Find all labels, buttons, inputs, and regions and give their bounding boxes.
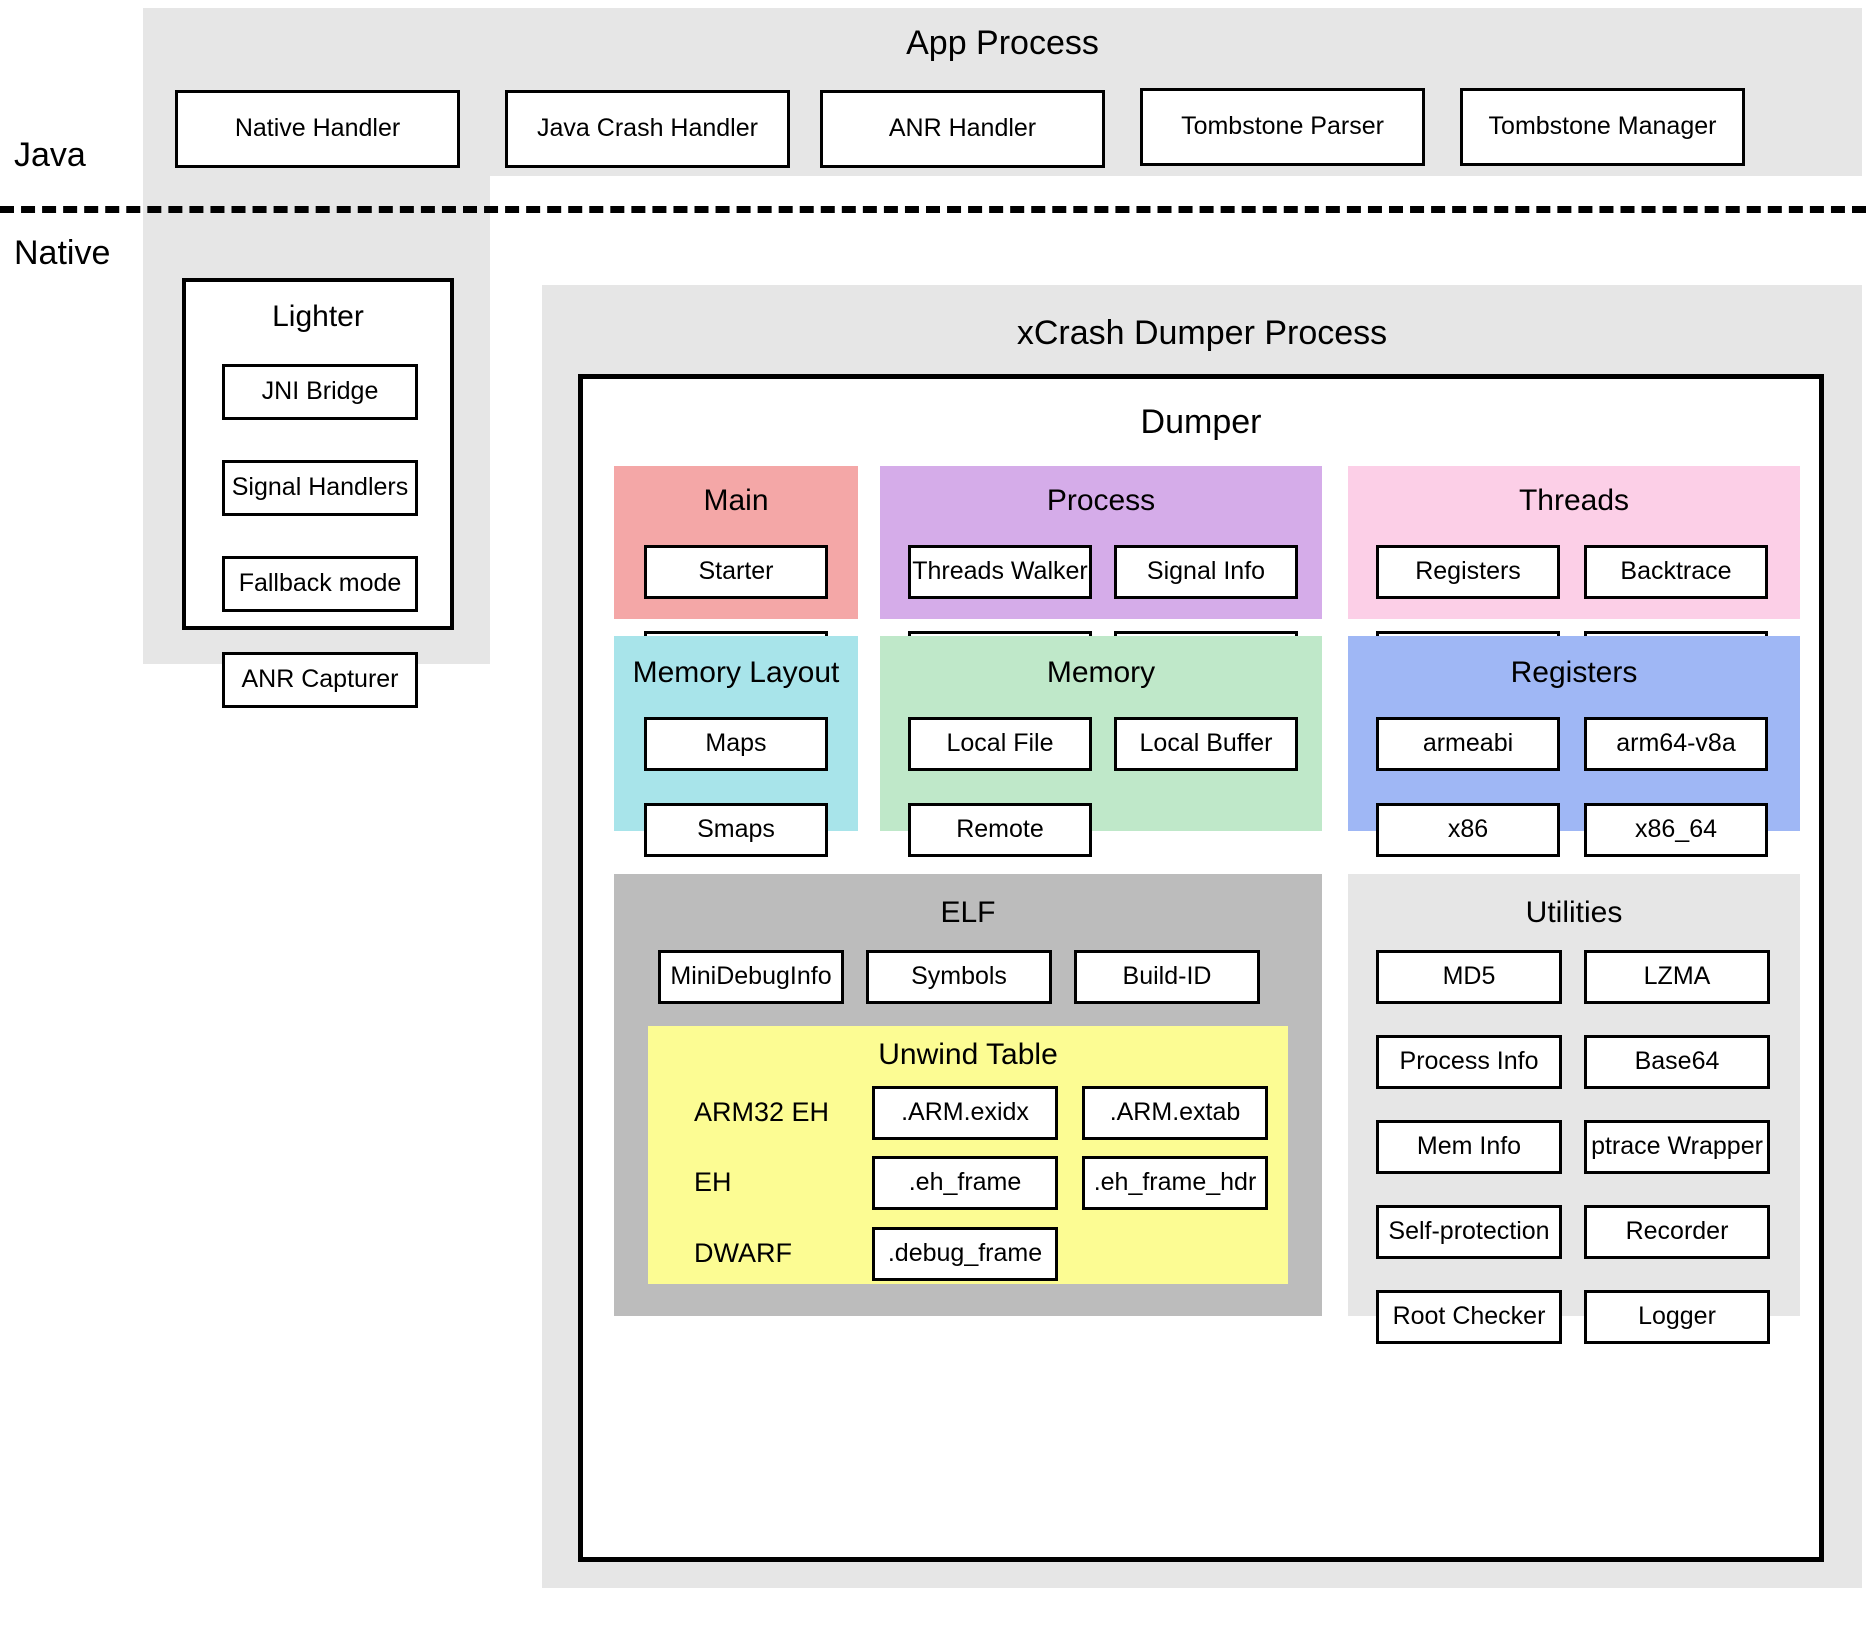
group-elf-title: ELF bbox=[940, 896, 996, 929]
app-process-title: App Process bbox=[906, 24, 1099, 62]
elf-item-build-id[interactable]: Build-ID bbox=[1074, 950, 1260, 1004]
lighter-item-signal-handlers[interactable]: Signal Handlers bbox=[222, 460, 418, 516]
group-utilities-title: Utilities bbox=[1525, 896, 1623, 929]
elf-item-symbols[interactable]: Symbols bbox=[866, 950, 1052, 1004]
memory-item-local-file[interactable]: Local File bbox=[908, 717, 1092, 771]
xcrash-dumper-process-title: xCrash Dumper Process bbox=[1016, 314, 1388, 352]
unwind-item-debug-frame[interactable]: .debug_frame bbox=[872, 1227, 1058, 1281]
unwind-item-eh-frame[interactable]: .eh_frame bbox=[872, 1156, 1058, 1210]
memory-layout-item-smaps[interactable]: Smaps bbox=[644, 803, 828, 857]
unwind-item-arm-exidx[interactable]: .ARM.exidx bbox=[872, 1086, 1058, 1140]
process-item-signal-info[interactable]: Signal Info bbox=[1114, 545, 1298, 599]
group-registers-title: Registers bbox=[1510, 656, 1638, 689]
utilities-item-recorder[interactable]: Recorder bbox=[1584, 1205, 1770, 1259]
app-process-item-anr-handler[interactable]: ANR Handler bbox=[820, 90, 1105, 168]
group-process-title: Process bbox=[1046, 484, 1156, 517]
utilities-item-self-protection[interactable]: Self-protection bbox=[1376, 1205, 1562, 1259]
memory-layout-item-maps[interactable]: Maps bbox=[644, 717, 828, 771]
registers-item-arm64-v8a[interactable]: arm64-v8a bbox=[1584, 717, 1768, 771]
unwind-row-label-eh: EH bbox=[694, 1167, 732, 1197]
memory-item-remote[interactable]: Remote bbox=[908, 803, 1092, 857]
utilities-item-md5[interactable]: MD5 bbox=[1376, 950, 1562, 1004]
unwind-item-arm-extab[interactable]: .ARM.extab bbox=[1082, 1086, 1268, 1140]
main-item-starter[interactable]: Starter bbox=[644, 545, 828, 599]
group-main-title: Main bbox=[703, 484, 769, 517]
process-item-threads-walker[interactable]: Threads Walker bbox=[908, 545, 1092, 599]
app-process-item-tombstone-manager[interactable]: Tombstone Manager bbox=[1460, 88, 1745, 166]
memory-item-local-buffer[interactable]: Local Buffer bbox=[1114, 717, 1298, 771]
registers-item-armeabi[interactable]: armeabi bbox=[1376, 717, 1560, 771]
registers-item-x86-64[interactable]: x86_64 bbox=[1584, 803, 1768, 857]
utilities-item-process-info[interactable]: Process Info bbox=[1376, 1035, 1562, 1089]
app-process-item-native-handler[interactable]: Native Handler bbox=[175, 90, 460, 168]
threads-item-backtrace[interactable]: Backtrace bbox=[1584, 545, 1768, 599]
utilities-item-root-checker[interactable]: Root Checker bbox=[1376, 1290, 1562, 1344]
threads-item-registers[interactable]: Registers bbox=[1376, 545, 1560, 599]
app-process-item-tombstone-parser[interactable]: Tombstone Parser bbox=[1140, 88, 1425, 166]
lighter-title: Lighter bbox=[272, 300, 364, 333]
utilities-item-base64[interactable]: Base64 bbox=[1584, 1035, 1770, 1089]
group-threads-title: Threads bbox=[1518, 484, 1630, 517]
elf-item-minidebuginfo[interactable]: MiniDebugInfo bbox=[658, 950, 844, 1004]
app-process-item-java-crash-handler[interactable]: Java Crash Handler bbox=[505, 90, 790, 168]
dumper-title: Dumper bbox=[1140, 403, 1262, 441]
lighter-item-jni-bridge[interactable]: JNI Bridge bbox=[222, 364, 418, 420]
java-native-divider bbox=[0, 206, 1866, 213]
unwind-row-label-arm32-eh: ARM32 EH bbox=[694, 1097, 830, 1127]
group-memory-layout-title: Memory Layout bbox=[632, 656, 840, 689]
lighter-item-fallback-mode[interactable]: Fallback mode bbox=[222, 556, 418, 612]
utilities-item-mem-info[interactable]: Mem Info bbox=[1376, 1120, 1562, 1174]
utilities-item-lzma[interactable]: LZMA bbox=[1584, 950, 1770, 1004]
lighter-item-anr-capturer[interactable]: ANR Capturer bbox=[222, 652, 418, 708]
utilities-item-ptrace-wrapper[interactable]: ptrace Wrapper bbox=[1584, 1120, 1770, 1174]
unwind-table-title: Unwind Table bbox=[878, 1038, 1058, 1071]
registers-item-x86[interactable]: x86 bbox=[1376, 803, 1560, 857]
unwind-row-label-dwarf: DWARF bbox=[694, 1238, 792, 1268]
layer-label-native: Native bbox=[14, 234, 111, 272]
group-memory-title: Memory bbox=[1046, 656, 1156, 689]
utilities-item-logger[interactable]: Logger bbox=[1584, 1290, 1770, 1344]
unwind-item-eh-frame-hdr[interactable]: .eh_frame_hdr bbox=[1082, 1156, 1268, 1210]
layer-label-java: Java bbox=[14, 136, 86, 174]
